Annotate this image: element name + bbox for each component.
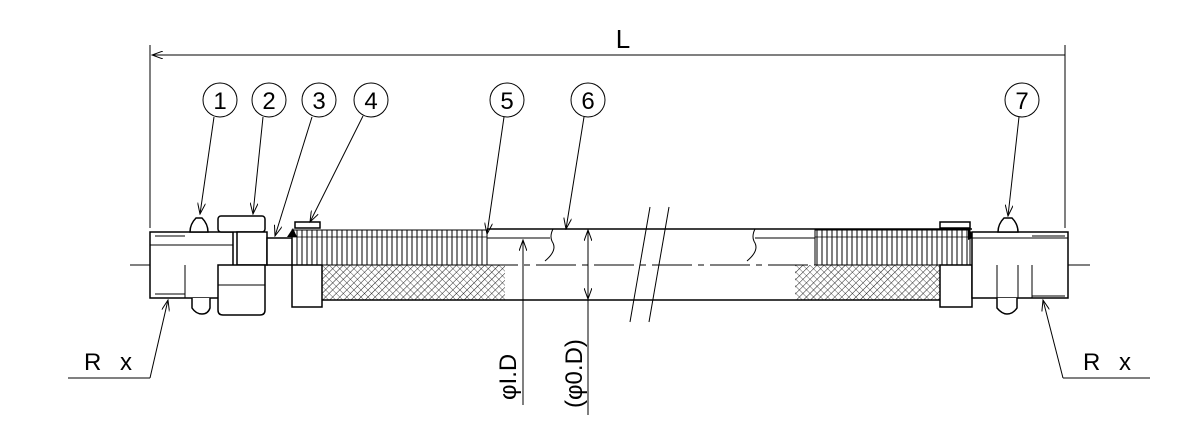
spiral-reinforcement <box>291 229 971 266</box>
right-fitting <box>939 217 1069 315</box>
svg-text:4: 4 <box>364 88 377 115</box>
balloon-2: 2 <box>252 82 287 214</box>
balloon-1: 1 <box>200 82 238 214</box>
length-label: L <box>616 24 630 54</box>
outer-diameter-dimension: (φ0.D) <box>561 230 588 415</box>
svg-text:5: 5 <box>500 88 513 115</box>
inner-diameter-label: φI.D <box>495 354 522 400</box>
svg-text:3: 3 <box>312 88 325 115</box>
thread-label-right: R x <box>1083 349 1137 376</box>
balloon-5: 5 <box>487 82 525 234</box>
inner-diameter-dimension: φI.D <box>495 240 523 405</box>
svg-text:6: 6 <box>581 88 594 115</box>
balloon-7: 7 <box>1004 82 1040 216</box>
thread-callout-right: R x <box>1043 300 1150 379</box>
balloon-3: 3 <box>275 82 337 236</box>
part-balloons: 1 2 3 4 5 6 7 <box>200 82 1040 236</box>
thread-label-left: R x <box>84 349 138 376</box>
balloon-6: 6 <box>566 82 606 229</box>
thread-callout-left: R x <box>68 300 168 379</box>
braid-cover <box>322 265 940 300</box>
outer-diameter-label: (φ0.D) <box>561 339 588 408</box>
svg-text:7: 7 <box>1015 88 1028 115</box>
svg-text:1: 1 <box>213 88 226 115</box>
balloon-4: 4 <box>310 82 389 222</box>
svg-text:2: 2 <box>262 88 275 115</box>
length-dimension: L <box>149 24 1066 228</box>
left-fitting <box>149 215 323 316</box>
